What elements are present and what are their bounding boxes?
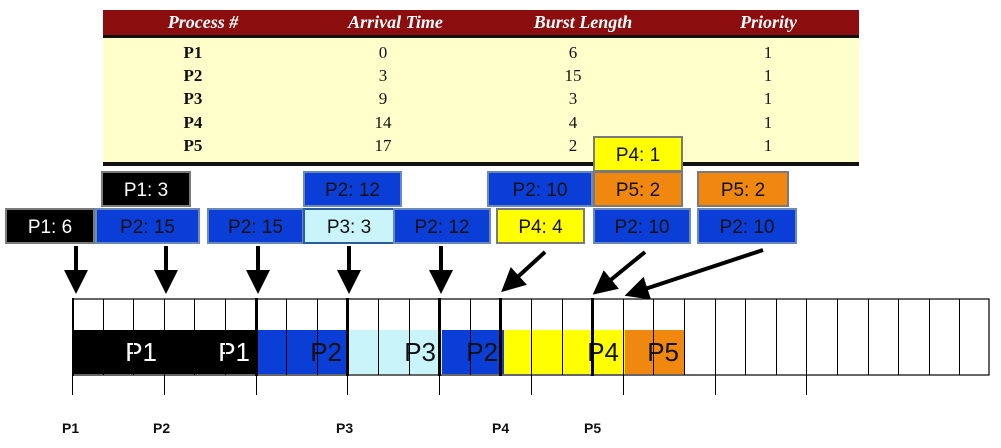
cell-priority: 1 xyxy=(763,66,773,85)
arrival-arrow xyxy=(592,250,647,295)
process-table: Process # Arrival Time Burst Length Prio… xyxy=(103,10,859,166)
cell-arrival: 17 xyxy=(374,136,392,155)
header-process: Process # xyxy=(167,12,239,32)
cell-burst: 2 xyxy=(568,136,578,155)
queue-box: P1: 6 xyxy=(5,208,95,244)
arrival-label: P5 xyxy=(584,420,602,436)
header-arrival: Arrival Time xyxy=(348,12,443,32)
gantt-bar: P4 xyxy=(504,330,625,374)
queue-box: P2: 10 xyxy=(487,171,593,207)
queue-box: P4: 1 xyxy=(593,136,683,172)
cell-priority: 1 xyxy=(763,113,773,132)
queue-box: P2: 10 xyxy=(697,208,797,244)
arrival-label: P4 xyxy=(492,420,510,436)
queue-box: P2: 15 xyxy=(207,208,304,244)
gantt-bar: P2 xyxy=(442,330,504,374)
arrival-label: P1 xyxy=(62,420,80,436)
cell-priority: 1 xyxy=(763,89,773,108)
cell-process: P5 xyxy=(183,136,203,155)
queue-box: P5: 2 xyxy=(697,171,789,207)
cell-burst: 4 xyxy=(568,113,578,132)
arrival-arrow xyxy=(624,248,764,300)
gantt-bar: P5 xyxy=(625,330,685,374)
cell-priority: 1 xyxy=(763,136,773,155)
gantt-bar: P3 xyxy=(348,330,442,374)
cell-arrival: 0 xyxy=(378,43,388,62)
gantt-bar: P1 xyxy=(72,330,163,374)
header-priority: Priority xyxy=(740,12,797,32)
gantt-bar: P1 xyxy=(163,330,256,374)
queue-box: P4: 4 xyxy=(496,208,585,244)
gantt-bar: P2 xyxy=(256,330,348,374)
queue-box: P2: 12 xyxy=(393,208,491,244)
cell-process: P4 xyxy=(183,113,203,132)
arrival-label: P3 xyxy=(336,420,354,436)
cell-process: P2 xyxy=(183,66,203,85)
arrival-label: P2 xyxy=(153,420,171,436)
cell-burst: 15 xyxy=(564,66,582,85)
cell-burst: 3 xyxy=(568,89,578,108)
queue-box: P2: 10 xyxy=(593,208,691,244)
arrival-arrow xyxy=(501,250,547,293)
cell-arrival: 14 xyxy=(374,113,392,132)
queue-box: P2: 12 xyxy=(303,171,402,207)
gantt-timeline: P1 P1 P2 P3 P2 P4 P5 xyxy=(72,298,990,396)
cell-process: P1 xyxy=(183,43,203,62)
cell-arrival: 9 xyxy=(378,89,388,108)
header-burst: Burst Length xyxy=(533,12,633,32)
cell-priority: 1 xyxy=(763,43,773,62)
cell-arrival: 3 xyxy=(378,66,388,85)
queue-box: P2: 15 xyxy=(95,208,200,244)
timeline-grid xyxy=(72,298,990,395)
cell-burst: 6 xyxy=(568,43,578,62)
queue-box: P5: 2 xyxy=(593,171,683,207)
table-header: Process # Arrival Time Burst Length Prio… xyxy=(103,10,859,38)
queue-box: P1: 3 xyxy=(101,171,191,207)
cell-process: P3 xyxy=(183,89,203,108)
